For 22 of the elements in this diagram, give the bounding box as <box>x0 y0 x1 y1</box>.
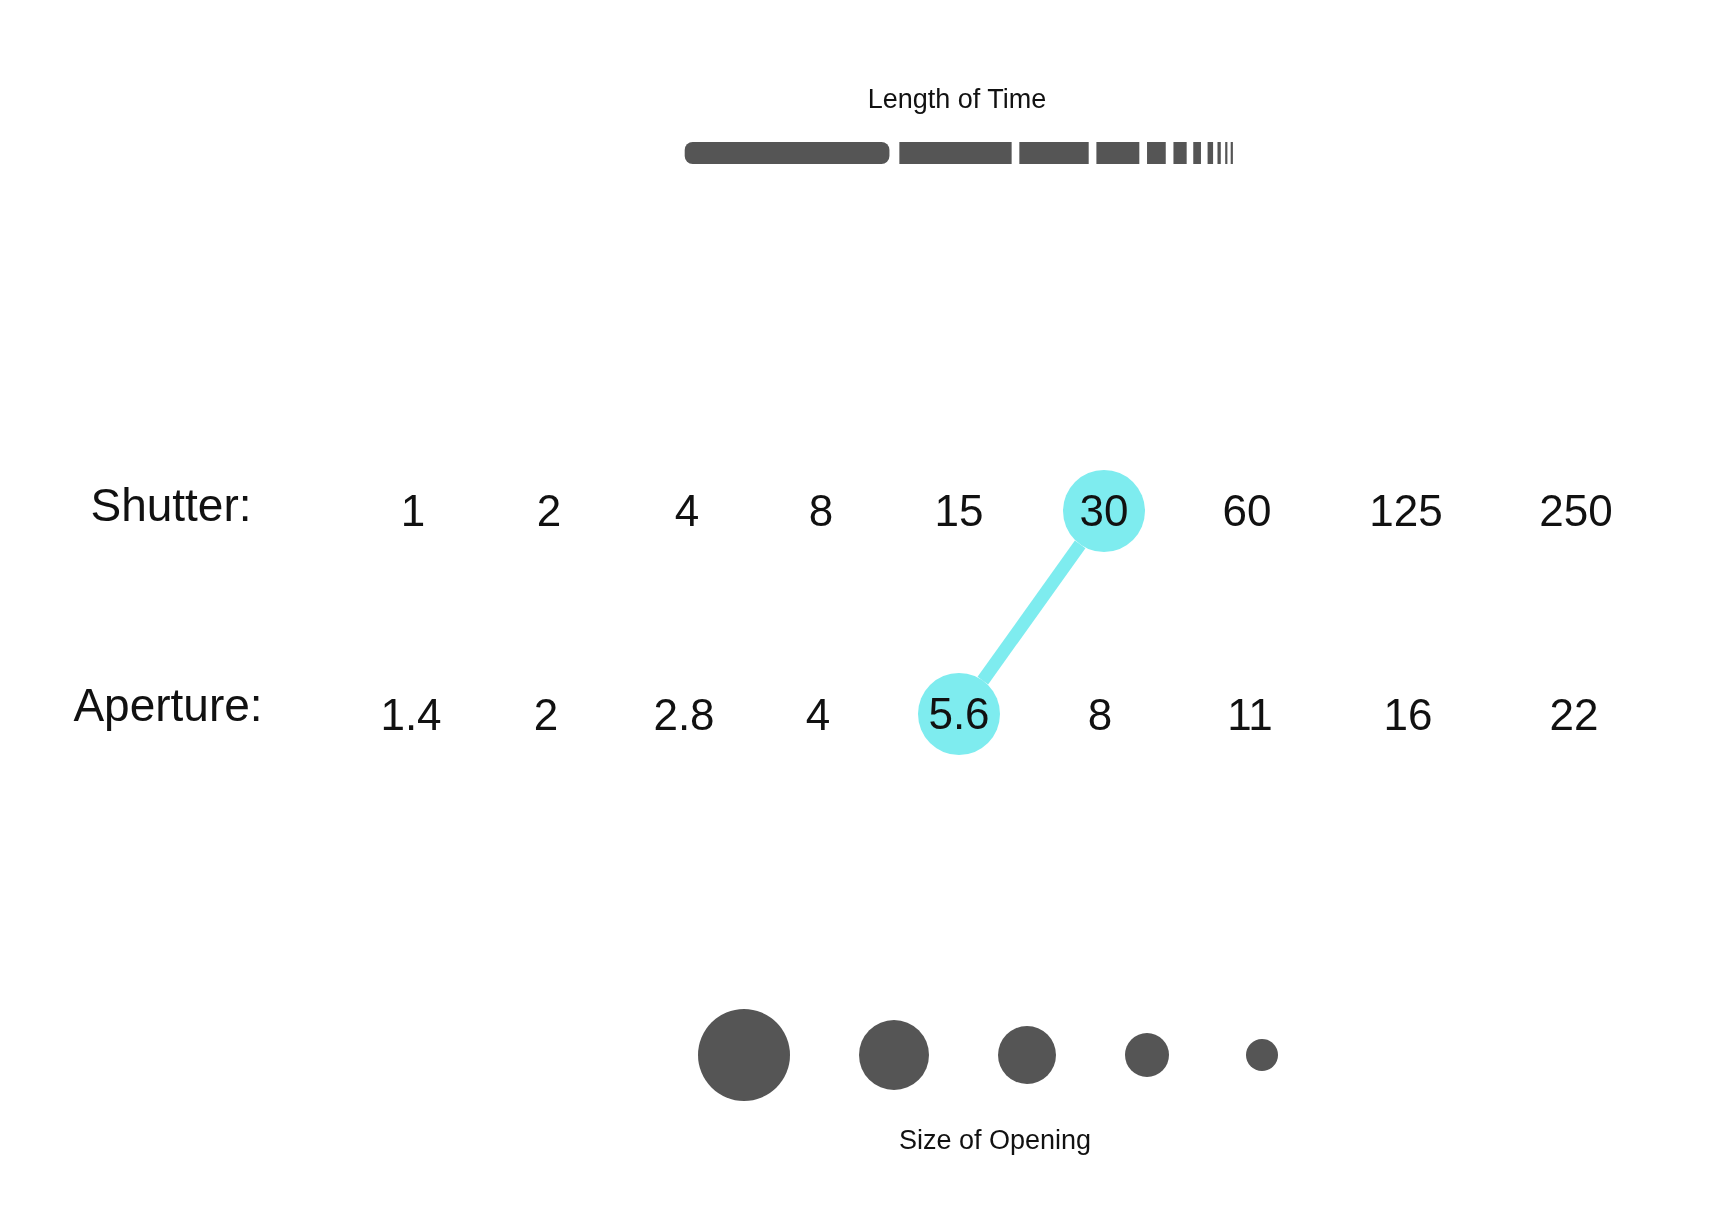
setting-value: 5.6 <box>928 692 990 736</box>
setting-value: 11 <box>1227 693 1273 737</box>
scale-caption: Size of Opening <box>898 1126 1092 1154</box>
setting-value: 8 <box>808 489 834 533</box>
setting-value: 60 <box>1222 489 1272 533</box>
setting-value: 4 <box>805 693 831 737</box>
setting-value: 30 <box>1079 489 1129 533</box>
setting-value: 1 <box>400 489 426 533</box>
scale-caption: Length of Time <box>867 85 1047 113</box>
setting-value: 22 <box>1549 693 1599 737</box>
setting-value: 15 <box>934 489 984 533</box>
setting-value: 250 <box>1539 489 1613 533</box>
connector-line <box>977 540 1086 685</box>
setting-value: 2.8 <box>653 693 715 737</box>
setting-value: 8 <box>1087 693 1113 737</box>
setting-value: 16 <box>1383 693 1433 737</box>
row-heading: Shutter: <box>90 482 252 528</box>
setting-value: 2 <box>533 693 559 737</box>
setting-value: 4 <box>674 489 700 533</box>
setting-value: 2 <box>536 489 562 533</box>
setting-value: 125 <box>1369 489 1443 533</box>
setting-value: 1.4 <box>380 693 442 737</box>
